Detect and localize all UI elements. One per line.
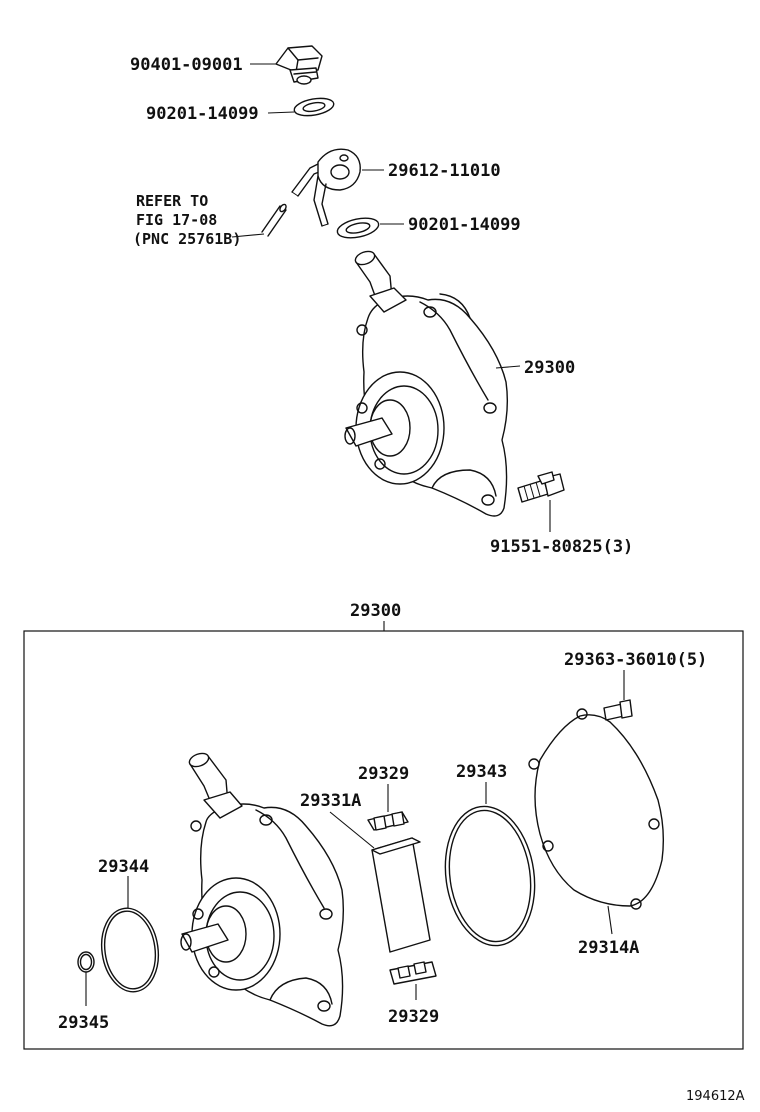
vacuum-pump-assembly-upper [344, 250, 509, 517]
rotor-part [371, 837, 431, 953]
label-pump-assy: 29300 [524, 358, 575, 378]
label-oring-small: 29345 [58, 1013, 109, 1033]
reference-note: REFER TO FIG 17-08 (PNC 25761B) [133, 192, 241, 248]
reference-hose-part [261, 203, 287, 237]
cover-screw-part [603, 699, 633, 721]
vane-upper-part [367, 811, 409, 831]
oring-large-part [100, 907, 160, 993]
cover-oring-part [444, 805, 536, 947]
svg-text:FIG 17-08: FIG 17-08 [136, 211, 217, 229]
label-gasket-top: 90201-14099 [146, 104, 259, 124]
svg-text:(PNC 25761B): (PNC 25761B) [133, 230, 241, 248]
label-oring-large: 29344 [98, 857, 149, 877]
svg-text:REFER TO: REFER TO [136, 192, 208, 210]
label-cover-screw: 29363-36010(5) [564, 650, 707, 670]
label-rotor: 29331A [300, 791, 361, 811]
label-vane-lower: 29329 [388, 1007, 439, 1027]
gasket-mid-part [336, 217, 380, 239]
label-union: 29612-11010 [388, 161, 501, 181]
assembly-components-box [23, 630, 744, 1050]
flange-bolt-part [517, 471, 565, 503]
label-bolt: 91551-80825(3) [490, 537, 633, 557]
union-fitting-part [291, 148, 361, 227]
vane-lower-part [389, 961, 437, 985]
figure-id: 194612A [686, 1089, 745, 1104]
label-gasket-mid: 90201-14099 [408, 215, 521, 235]
label-cover-plate: 29314A [578, 938, 639, 958]
oil-plug-part [275, 45, 323, 85]
label-box-title: 29300 [350, 601, 401, 621]
gasket-top-part [293, 97, 335, 117]
cover-plate-part [528, 708, 665, 910]
oring-small-part [77, 951, 95, 973]
label-cover-oring: 29343 [456, 762, 507, 782]
label-oil-plug: 90401-09001 [130, 55, 243, 75]
label-vane-upper: 29329 [358, 764, 409, 784]
pump-housing-lower [180, 752, 345, 1027]
